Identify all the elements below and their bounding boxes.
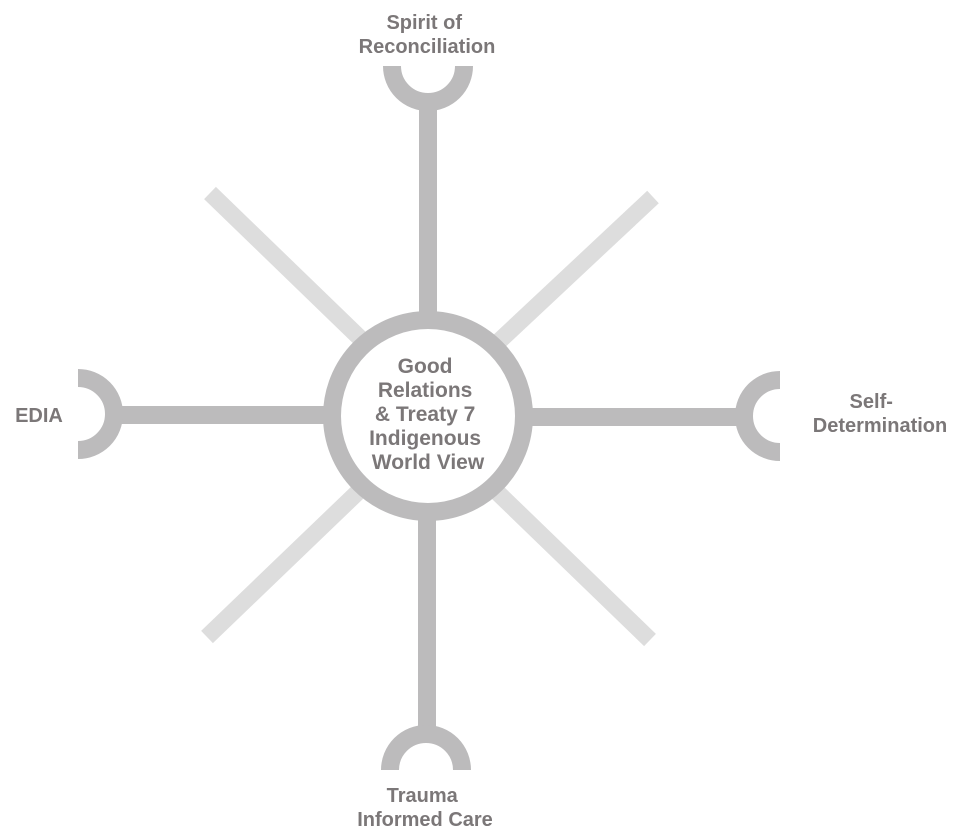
top-node-label: Spirit of Reconciliation xyxy=(359,12,496,58)
right-node-label: Self- Determination xyxy=(813,391,947,437)
center-ring xyxy=(323,311,533,521)
spoke-bottom-left xyxy=(201,483,366,644)
center-label: Good Relations & Treaty 7 Indigenous Wor… xyxy=(369,355,487,474)
cup-top xyxy=(383,65,473,111)
cup-right xyxy=(735,371,781,461)
main-spokes xyxy=(77,65,781,771)
bottom-node-label: Trauma Informed Care xyxy=(357,785,493,831)
spoke-bottom-right xyxy=(491,485,656,647)
spoke-top-right xyxy=(489,190,659,352)
left-node-label: EDIA xyxy=(15,405,63,427)
spoke-top-left xyxy=(204,186,371,350)
cup-left xyxy=(77,369,123,459)
cup-bottom xyxy=(381,725,471,771)
diagonal-spokes xyxy=(201,186,659,647)
